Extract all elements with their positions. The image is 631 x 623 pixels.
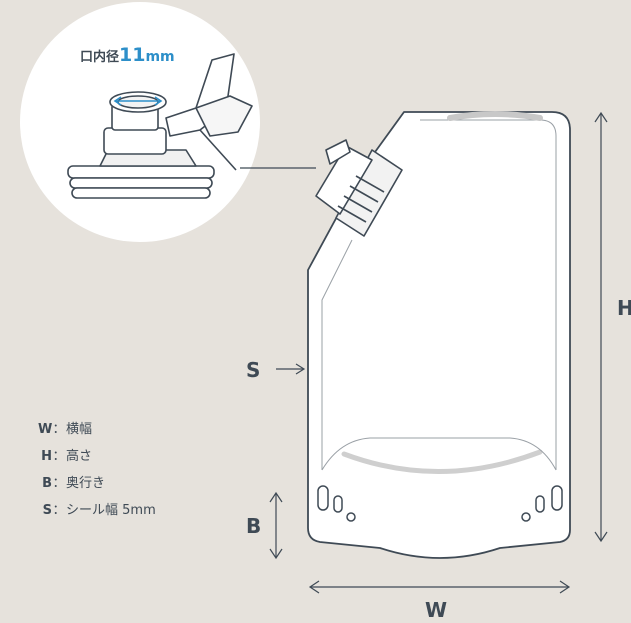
legend-separator: ： (52, 503, 66, 518)
seal-label: S (246, 358, 261, 382)
legend-separator: ： (52, 449, 66, 464)
width-dimension-arrow (308, 580, 571, 594)
legend-row-height: H：高さ (38, 443, 156, 470)
width-label: W (425, 598, 448, 622)
legend-key: B (42, 476, 52, 491)
callout-size-unit: mm (145, 49, 175, 65)
pouch-body (307, 111, 571, 559)
spout-closeup (67, 53, 253, 199)
depth-label: B (246, 514, 262, 538)
diameter-arrow (113, 96, 163, 106)
legend-key: W (38, 422, 53, 437)
legend-row-seal: S：シール幅 5mm (38, 497, 156, 524)
legend-key: S (42, 503, 52, 518)
seal-dimension-arrow (276, 363, 306, 375)
legend-row-width: W：横幅 (38, 416, 156, 443)
legend-key: H (41, 449, 52, 464)
legend-row-depth: B：奥行き (38, 470, 156, 497)
legend-text: 奥行き (66, 476, 106, 491)
legend-separator: ： (52, 476, 66, 491)
legend-text: シール幅 5mm (66, 503, 156, 518)
gusset-outline (321, 437, 557, 471)
height-dimension-arrow (594, 111, 608, 543)
legend-separator: ： (52, 422, 66, 437)
callout-size-value: 11 (119, 44, 146, 66)
legend-text: 横幅 (66, 422, 93, 437)
bottom-holes (317, 485, 563, 522)
callout-label: 口内径 (80, 50, 120, 65)
height-label: H (617, 296, 631, 320)
spout-diameter-callout: 口内径11mm (80, 44, 175, 66)
top-highlight (447, 111, 543, 121)
dimension-legend: W：横幅 H：高さ B：奥行き S：シール幅 5mm (38, 416, 156, 524)
pouch-spout (315, 139, 403, 237)
legend-text: 高さ (66, 449, 93, 464)
depth-dimension-arrow (269, 491, 283, 560)
gusset-curve (341, 449, 543, 474)
